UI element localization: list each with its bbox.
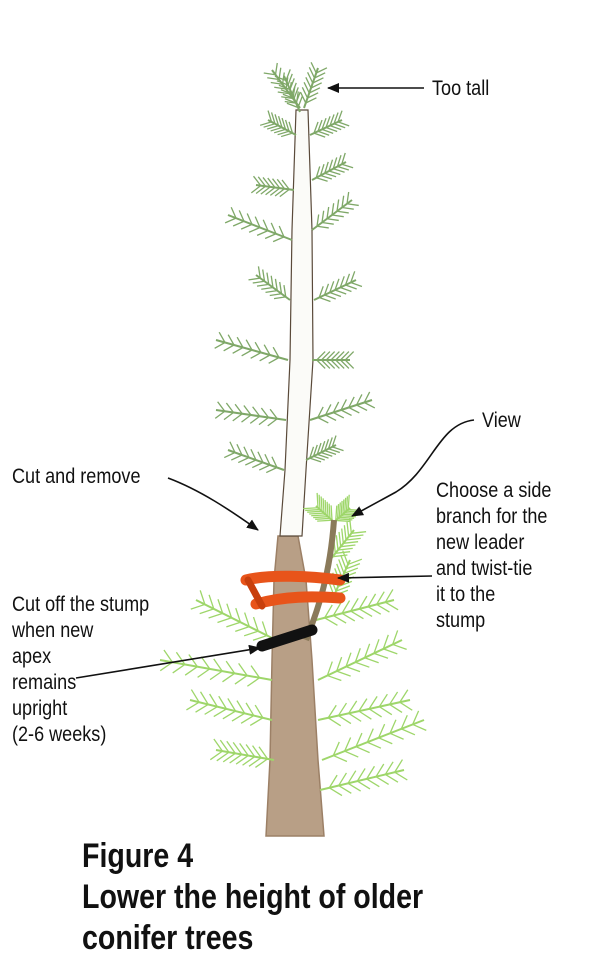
- cut-remove-arrow: [167, 477, 259, 531]
- label-cut-and-remove: Cut and remove: [12, 465, 141, 488]
- twist-tie: [240, 570, 346, 610]
- figure-title-line-1: Lower the height of older: [82, 878, 424, 916]
- figure-number: Figure 4: [82, 837, 194, 875]
- label-view: View: [482, 409, 521, 432]
- choose-branch-arrow: [337, 572, 433, 583]
- figure-title-line-2: conifer trees: [82, 919, 254, 957]
- old-leader: [279, 109, 314, 537]
- stump-cut-mark: [256, 624, 318, 652]
- figure-caption: Figure 4 Lower the height of older conif…: [82, 836, 423, 959]
- upper-needles: [214, 62, 376, 474]
- cut-stump-arrow: [75, 644, 261, 679]
- lower-trunk: [265, 535, 325, 837]
- label-too-tall: Too tall: [432, 77, 490, 100]
- lower-needles: [159, 492, 427, 797]
- view-arrow: [351, 419, 475, 517]
- label-cut-off-stump: Cut off the stump when new apex remains …: [12, 593, 150, 746]
- label-choose-side-branch: Choose a side branch for the new leader …: [436, 479, 552, 632]
